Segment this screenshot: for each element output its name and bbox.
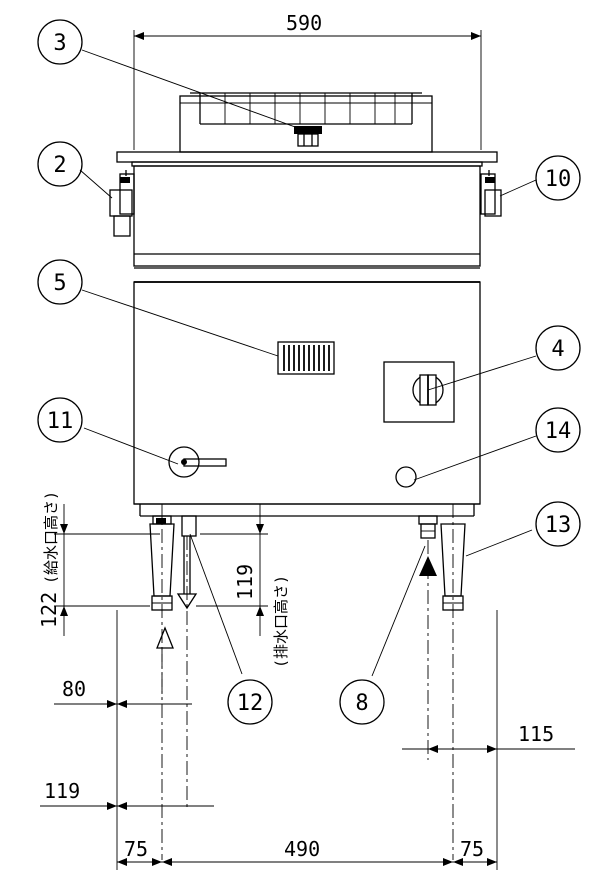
drain-offset-value: 119 xyxy=(44,779,80,803)
top-fitting xyxy=(294,126,322,147)
svg-text:10: 10 xyxy=(545,167,572,192)
svg-text:11: 11 xyxy=(47,409,74,434)
dimension-supply-height xyxy=(54,504,160,636)
pilot-lamp xyxy=(395,466,417,488)
left-side-handle xyxy=(109,170,135,237)
svg-text:8: 8 xyxy=(355,691,368,716)
callout-leaders xyxy=(79,49,537,677)
foot-span-value: 490 xyxy=(284,837,320,861)
callout-2: 2 xyxy=(37,141,83,187)
svg-text:2: 2 xyxy=(53,153,66,178)
dimension-overall-width xyxy=(133,30,482,150)
overall-width-value: 590 xyxy=(286,11,322,35)
ventilation-louver xyxy=(277,341,335,375)
svg-text:4: 4 xyxy=(551,337,564,362)
drain-height-note: (排水口高さ) xyxy=(272,575,290,668)
svg-text:3: 3 xyxy=(53,31,66,56)
svg-text:5: 5 xyxy=(53,271,66,296)
right-side-handle xyxy=(480,170,502,217)
supply-height-value: 122 xyxy=(37,592,61,628)
svg-text:13: 13 xyxy=(545,513,572,538)
svg-text:14: 14 xyxy=(545,419,572,444)
callout-10: 10 xyxy=(535,155,581,201)
appliance-body xyxy=(116,151,498,517)
centerlines xyxy=(161,504,454,860)
callout-4: 4 xyxy=(535,325,581,371)
svg-text:12: 12 xyxy=(237,691,264,716)
foot-right-value: 75 xyxy=(460,837,484,861)
callout-12: 12 xyxy=(227,679,273,725)
callout-5: 5 xyxy=(37,259,83,305)
inlet-offset-value: 80 xyxy=(62,677,86,701)
control-knob-panel xyxy=(383,361,455,423)
callout-8: 8 xyxy=(339,679,385,725)
dimension-foot-spacing xyxy=(116,610,498,870)
callout-14: 14 xyxy=(535,407,581,453)
gas-offset-value: 115 xyxy=(518,722,554,746)
dimension-inlet-offset xyxy=(54,700,192,710)
supply-height-note: (給水口高さ) xyxy=(42,491,60,584)
foot-left-value: 75 xyxy=(124,837,148,861)
drain-height-value: 119 xyxy=(233,564,257,600)
callout-3: 3 xyxy=(37,19,83,65)
fry-basket xyxy=(179,92,433,153)
dimension-drain-height xyxy=(196,504,268,636)
drain-valve xyxy=(168,446,227,478)
water-supply-arrow xyxy=(156,626,174,649)
callout-11: 11 xyxy=(37,397,83,443)
callout-13: 13 xyxy=(535,501,581,547)
